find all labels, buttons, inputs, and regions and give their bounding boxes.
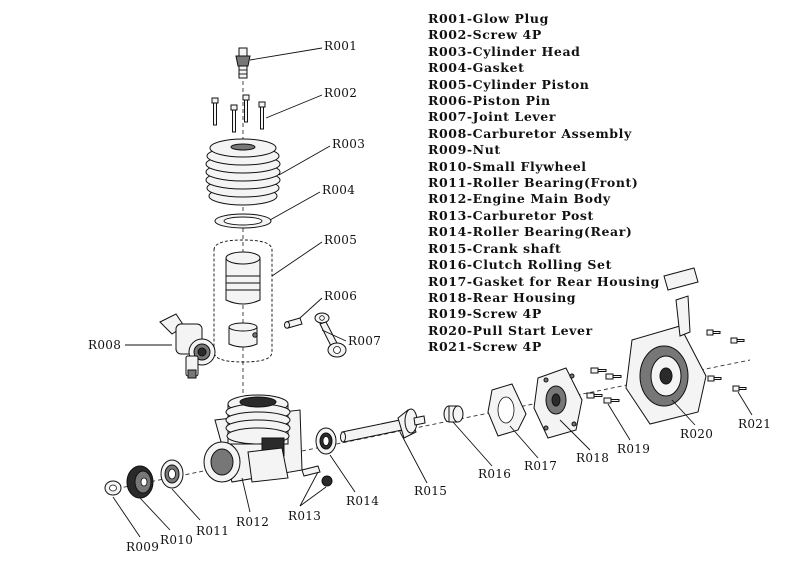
legend-item: R018-Rear Housing: [428, 289, 577, 305]
callout-r009: R009: [126, 540, 159, 554]
crank-shaft-part: [340, 408, 426, 443]
callout-r017: R017: [524, 459, 557, 473]
callout-r005: R005: [324, 233, 357, 247]
nut-part: [104, 480, 122, 496]
engine-main-body-part: [203, 394, 303, 483]
legend-item: R006-Piston Pin: [428, 93, 551, 109]
clutch-rolling-set-part: [443, 405, 464, 423]
legend-item: R021-Screw 4P: [428, 339, 542, 355]
callout-r011: R011: [196, 524, 229, 538]
callout-r020: R020: [680, 427, 713, 441]
cylinder-head-screws-part: [211, 94, 266, 133]
callout-r019: R019: [617, 442, 650, 456]
callout-r015: R015: [414, 484, 447, 498]
legend-item: R012-Engine Main Body: [428, 191, 611, 207]
gasket-part: [214, 213, 272, 229]
callout-r008: R008: [88, 338, 121, 352]
cylinder-piston-part: [213, 239, 273, 363]
rear-housing-part: [533, 367, 583, 439]
callout-r014: R014: [346, 494, 379, 508]
callout-r004: R004: [322, 183, 355, 197]
parts-legend: R001-Glow Plug R002-Screw 4P R003-Cylind…: [428, 11, 788, 356]
callout-r001: R001: [324, 39, 357, 53]
leader-lines: [112, 47, 753, 538]
legend-item: R005-Cylinder Piston: [428, 76, 590, 92]
legend-item: R004-Gasket: [428, 60, 525, 76]
carburetor-assembly-part: [159, 313, 216, 379]
rear-roller-bearing-part: [315, 427, 337, 455]
legend-item: R016-Clutch Rolling Set: [428, 257, 612, 273]
callout-r016: R016: [478, 467, 511, 481]
legend-item: R003-Cylinder Head: [428, 43, 581, 59]
cylinder-head-part: [205, 138, 281, 206]
callout-r007: R007: [348, 334, 381, 348]
callout-r012: R012: [236, 515, 269, 529]
piston-pin-part: [284, 317, 303, 329]
legend-item: R007-Joint Lever: [428, 109, 557, 125]
legend-item: R008-Carburetor Assembly: [428, 125, 632, 141]
legend-item: R017-Gasket for Rear Housing: [428, 273, 660, 289]
pull-start-lever-part: [625, 267, 707, 425]
legend-item: R001-Glow Plug: [428, 11, 549, 26]
rear-housing-gasket-part: [487, 383, 527, 437]
front-roller-bearing-part: [160, 459, 184, 489]
legend-item: R015-Crank shaft: [428, 240, 562, 256]
legend-item: R011-Roller Bearing(Front): [428, 175, 639, 191]
legend-item: R002-Screw 4P: [428, 27, 542, 43]
glow-plug-part: [235, 47, 251, 79]
callout-r006: R006: [324, 289, 357, 303]
pull-start-screws-part: [706, 329, 747, 392]
legend-item: R013-Carburetor Post: [428, 207, 594, 223]
legend-item: R014-Roller Bearing(Rear): [428, 224, 633, 240]
callout-r010: R010: [160, 533, 193, 547]
callout-r018: R018: [576, 451, 609, 465]
small-flywheel-part: [126, 465, 154, 499]
callout-r021: R021: [738, 417, 771, 431]
callout-r002: R002: [324, 86, 357, 100]
legend-item: R019-Screw 4P: [428, 306, 542, 322]
legend-item: R009-Nut: [428, 142, 501, 158]
legend-item: R010-Small Flywheel: [428, 158, 587, 174]
joint-lever-part: [314, 312, 347, 358]
rear-housing-screws-part: [586, 367, 622, 404]
callout-r013: R013: [288, 509, 321, 523]
carburetor-post-part: [301, 465, 333, 487]
legend-item: R020-Pull Start Lever: [428, 322, 593, 338]
callout-r003: R003: [332, 137, 365, 151]
